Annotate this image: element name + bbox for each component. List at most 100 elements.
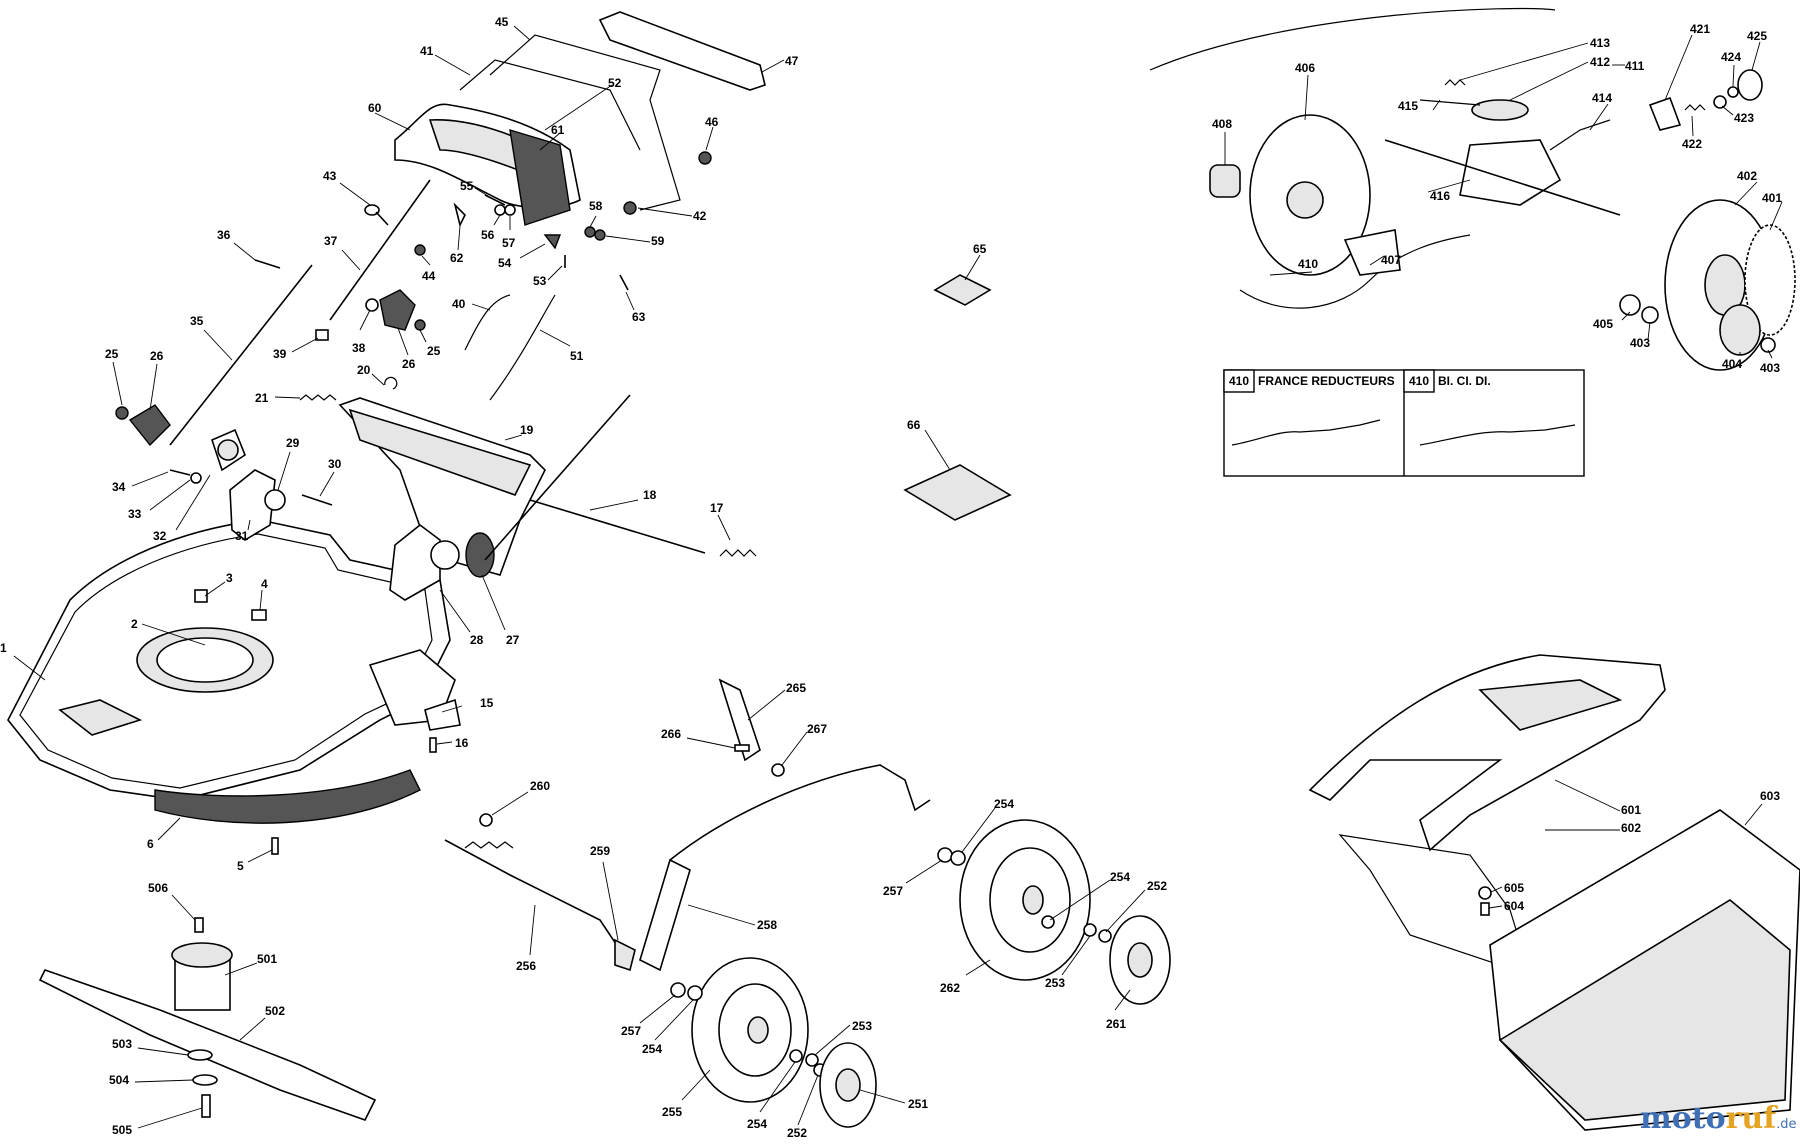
label-39: 39 [273,347,287,361]
lower-handle-35 [169,264,313,446]
spring-17 [719,549,757,557]
watermark-suffix: .de [1776,1117,1796,1132]
washer-423 [1713,95,1727,109]
washer-56 [494,204,506,216]
bushing-408 [1209,164,1241,198]
label-55: 55 [460,179,474,193]
label-29: 29 [286,436,300,450]
label-26a: 26 [150,349,164,363]
label-261: 261 [1106,1017,1126,1031]
washer-257b [937,847,953,863]
knob-27 [465,532,495,578]
cable-51 [489,294,556,401]
washer-253a [805,1053,819,1067]
nut-59 [594,229,606,241]
grass-bag-603 [1489,809,1800,1131]
gear-401 [1744,224,1796,336]
label-57: 57 [502,236,516,250]
svg-text:motoruf.de: motoruf.de [1640,1101,1797,1136]
label-254c: 254 [994,797,1014,811]
label-412: 412 [1590,55,1610,69]
nut-260 [479,813,493,827]
label-63: 63 [632,310,646,324]
bolt-43 [364,204,389,226]
cable-40 [464,294,511,351]
drive-cover-406 [1249,114,1371,276]
screw-55 [484,194,506,206]
label-46: 46 [705,115,719,129]
bolt-505 [201,1094,211,1118]
label-66: 66 [907,418,921,432]
nut-46 [698,151,712,165]
clip-4 [251,609,267,621]
label-403b: 403 [1760,361,1780,375]
label-20: 20 [357,363,371,377]
label-252b: 252 [1147,879,1167,893]
label-265: 265 [786,681,806,695]
knob-26a [128,404,171,447]
label-27: 27 [506,633,520,647]
bolt-3 [194,589,208,603]
label-253b: 253 [1045,976,1065,990]
adaptor-501 [171,942,233,1011]
label-2: 2 [131,617,138,631]
bracket-421 [1648,96,1682,131]
callout-labels: 1 2 3 4 5 6 15 16 17 18 19 20 21 25 25 2… [0,15,1783,1140]
bolt-30 [301,494,333,506]
label-18: 18 [643,488,657,502]
label-405: 405 [1593,317,1613,331]
label-33: 33 [128,507,142,521]
part-259 [614,938,636,972]
label-35: 35 [190,314,204,328]
lever-407 [1343,229,1401,276]
label-1: 1 [0,641,7,655]
label-21: 21 [255,391,269,405]
label-54: 54 [498,256,512,270]
label-604: 604 [1504,899,1524,913]
spring-422 [1684,104,1706,111]
label-25b: 25 [427,344,441,358]
label-262: 262 [940,981,960,995]
label-401: 401 [1762,191,1782,205]
screw-63 [619,274,629,291]
bracket-29 [264,489,286,511]
label-254a: 254 [642,1042,662,1056]
rod-414 [1549,119,1611,151]
nut-25a [115,406,129,420]
label-258: 258 [757,918,777,932]
label-267: 267 [807,722,827,736]
label-56: 56 [481,228,495,242]
nut-44 [414,244,426,256]
rear-flap-258 [639,764,931,972]
label-61: 61 [551,123,565,137]
label-37: 37 [324,234,338,248]
label-257a: 257 [621,1024,641,1038]
lever-265 [718,678,761,762]
bushing-254a [687,985,703,1001]
label-257b: 257 [883,884,903,898]
label-505: 505 [112,1123,132,1137]
label-43: 43 [323,169,337,183]
label-423: 423 [1734,111,1754,125]
label-254d: 254 [1110,870,1130,884]
nut-42 [623,201,637,215]
key-506 [194,917,204,933]
bolt-34 [169,469,191,476]
knob-26b [379,289,416,331]
watermark: motoruf.de [1640,1101,1797,1136]
spring-21 [299,394,337,401]
rod-18 [529,499,706,554]
label-15: 15 [480,696,494,710]
label-62: 62 [450,251,464,265]
label-422: 422 [1682,137,1702,151]
label-19: 19 [520,423,534,437]
label-410: 410 [1298,257,1318,271]
washer-403a [1641,306,1659,324]
watermark-part2: ruf [1726,1101,1779,1136]
nut-58 [584,226,596,238]
label-411: 411 [1625,59,1645,73]
upper-handle-45 [459,34,681,211]
label-421: 421 [1690,22,1710,36]
screw-36 [254,259,281,269]
variant-left-title: FRANCE REDUCTEURS [1258,374,1395,388]
